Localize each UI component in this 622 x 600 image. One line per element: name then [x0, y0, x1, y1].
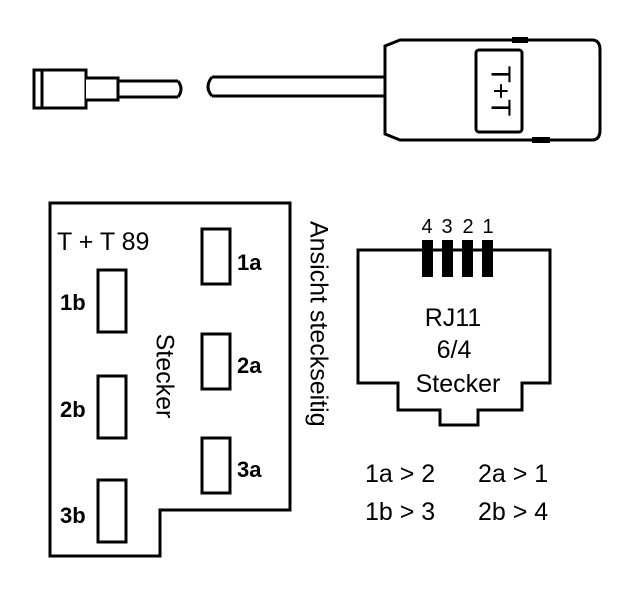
cable-right-segment [206, 75, 385, 98]
pin-slot-3a [200, 436, 232, 495]
pin-label-1b: 1b [60, 290, 86, 315]
pin-slot-1a [200, 227, 232, 286]
rj11-pin-number-1: 1 [482, 216, 493, 238]
pin-slot-3b [96, 478, 128, 544]
rj11-pin-number-3: 3 [441, 216, 452, 238]
mapping-2b: 2b > 4 [478, 498, 548, 526]
rj11-contact-4 [422, 240, 433, 277]
pin-label-3a: 3a [237, 457, 262, 482]
pin-slot-2a [200, 332, 232, 391]
rj11-pin-number-4: 4 [421, 216, 432, 238]
view-side-label: Ansicht steckseitig [304, 221, 332, 427]
rj11-contact-3 [442, 240, 453, 277]
pin-slot-1b [96, 268, 128, 334]
pin-label-3b: 3b [60, 503, 86, 528]
adapter-label: T+T [486, 66, 517, 117]
rj11-name: RJ11 [425, 304, 482, 332]
mapping-1b: 1b > 3 [365, 498, 435, 526]
tt-adapter-drawing [383, 37, 602, 143]
cable-assembly [32, 37, 602, 143]
rj11-face [356, 240, 552, 427]
pin-slot-2b [96, 374, 128, 440]
pin-label-2b: 2b [60, 397, 86, 422]
rj11-contacts [422, 240, 493, 277]
pin-label-1a: 1a [237, 250, 262, 275]
rj11-outline [356, 248, 552, 427]
cable-left-segment [118, 79, 183, 99]
pin-label-2a: 2a [237, 353, 262, 378]
tt-plug-title: T + T 89 [57, 228, 149, 256]
rj11-plug-drawing [32, 68, 120, 110]
rj11-pin-number-2: 2 [462, 216, 473, 238]
rj11-contact-1 [482, 240, 493, 277]
tt-plug-face [48, 201, 292, 558]
rj11-type: Stecker [416, 370, 501, 398]
rj11-contact-2 [462, 240, 473, 277]
mapping-1a: 1a > 2 [365, 460, 435, 488]
mapping-2a: 2a > 1 [478, 460, 548, 488]
rj11-spec: 6/4 [437, 336, 472, 364]
tt-plug-center-label: Stecker [150, 334, 178, 419]
